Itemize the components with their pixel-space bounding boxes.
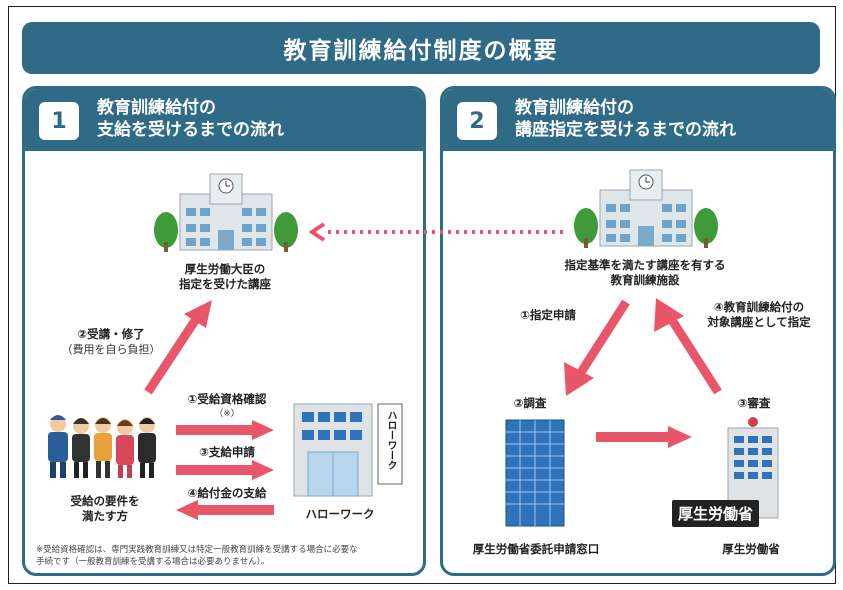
hellowork-sign: ハローワーク xyxy=(385,410,396,470)
step3-label: ③支給申請 xyxy=(199,445,255,459)
ministry-label: 厚生労働省 xyxy=(722,542,780,556)
people-label: 受給の要件を 満たす方 xyxy=(50,494,160,524)
right-panel-title: 教育訓練給付の 講座指定を受けるまでの流れ xyxy=(515,97,736,141)
designation-application-arrow xyxy=(564,299,630,396)
right-panel-title-line1: 教育訓練給付の xyxy=(515,98,634,118)
people-label-line2: 満たす方 xyxy=(82,509,128,523)
footnote: ※受給資格確認は、専門実践教育訓練又は特定一般教育訓練を受講する場合に必要な 手… xyxy=(36,544,421,568)
step1-sub: （※） xyxy=(214,409,240,419)
hellowork-label: ハローワーク xyxy=(305,507,375,521)
course-label-line2: 指定を受けた講座 xyxy=(179,277,271,291)
right-panel-number: 2 xyxy=(457,102,497,140)
designation-arrow xyxy=(654,298,722,395)
footnote-line1: ※受給資格確認は、専門実践教育訓練又は特定一般教育訓練を受講する場合に必要な xyxy=(36,545,358,555)
step2-label: ②受講・修了 xyxy=(77,327,145,341)
right-panel-header: 2 教育訓練給付の 講座指定を受けるまでの流れ xyxy=(443,89,833,151)
left-panel-title-line1: 教育訓練給付の xyxy=(97,98,216,118)
training-facility-icon xyxy=(574,169,718,248)
ministry-sign: 厚生労働省 xyxy=(672,500,760,527)
school-building-icon xyxy=(154,173,298,252)
step2-sub: （費用を自ら負担） xyxy=(61,343,161,356)
facility-label-line1: 指定基準を満たす講座を有する xyxy=(564,258,726,272)
course-label: 厚生労働大臣の 指定を受けた講座 xyxy=(160,262,290,292)
left-panel-title-line2: 支給を受けるまでの流れ xyxy=(97,120,284,140)
footnote-line2: 手続です（一般教育訓練を受講する場合は必要ありません）。 xyxy=(36,557,270,567)
agency-building-icon xyxy=(505,419,565,527)
right-step3-label: ③審査 xyxy=(737,396,771,410)
hellowork-building-icon xyxy=(293,403,403,497)
dotted-arrow xyxy=(308,222,563,242)
right-step4-label-line2: 対象講座として指定 xyxy=(707,315,811,329)
course-label-line1: 厚生労働大臣の xyxy=(184,262,266,276)
right-step4-label: ④教育訓練給付の 対象講座として指定 xyxy=(694,300,824,330)
attend-arrow xyxy=(144,300,212,395)
step3-arrow xyxy=(176,460,274,480)
right-step4-label-line1: ④教育訓練給付の xyxy=(713,300,805,314)
review-arrow xyxy=(596,426,692,448)
page-title: 教育訓練給付制度の概要 xyxy=(22,22,820,74)
left-panel-title: 教育訓練給付の 支給を受けるまでの流れ xyxy=(97,97,284,141)
step1-label: ①受給資格確認 xyxy=(187,392,267,406)
facility-label: 指定基準を満たす講座を有する 教育訓練施設 xyxy=(545,258,745,288)
people-label-line1: 受給の要件を xyxy=(70,494,140,508)
step1-arrow xyxy=(176,420,274,440)
right-step1-label: ①指定申請 xyxy=(520,308,576,322)
step4-arrow xyxy=(176,500,274,520)
right-step2-label: ②調査 xyxy=(513,396,547,410)
step4-label: ④給付金の支給 xyxy=(187,486,267,500)
people-group-icon xyxy=(48,415,156,478)
left-panel-header: 1 教育訓練給付の 支給を受けるまでの流れ xyxy=(25,89,423,151)
agency-label: 厚生労働省委託申請窓口 xyxy=(472,542,600,556)
facility-label-line2: 教育訓練施設 xyxy=(610,273,680,287)
left-panel-number: 1 xyxy=(39,102,79,140)
right-panel-title-line2: 講座指定を受けるまでの流れ xyxy=(515,120,736,140)
